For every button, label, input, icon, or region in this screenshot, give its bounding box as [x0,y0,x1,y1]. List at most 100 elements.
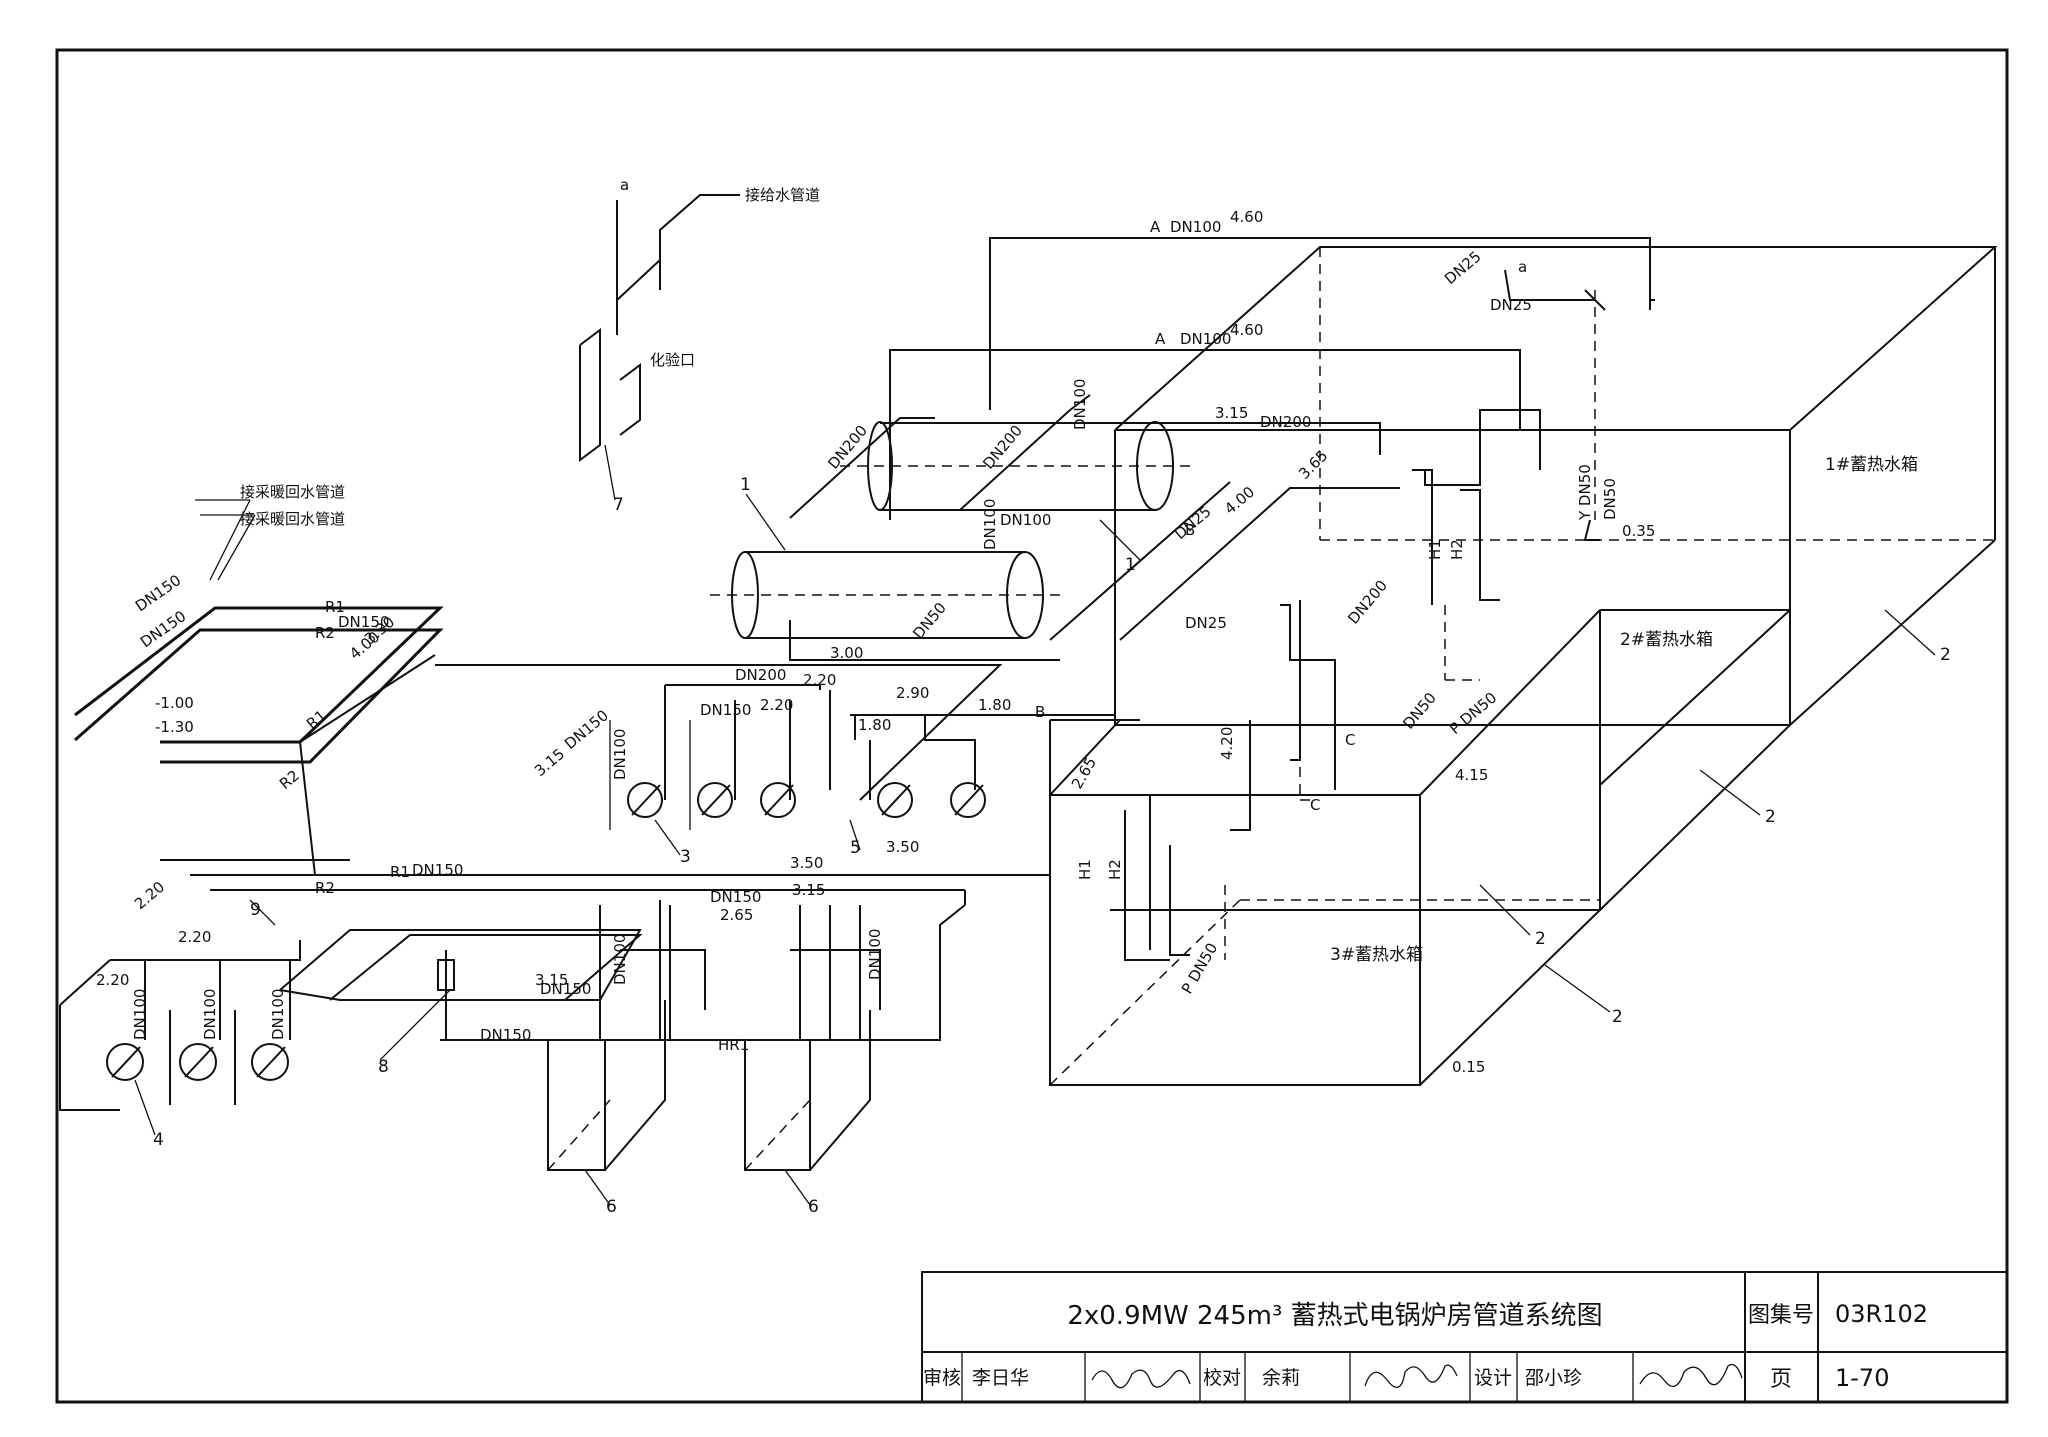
callout-3: 3 [680,847,691,867]
diagram-label: -1.00 [155,694,194,712]
diagram-label: DN100 [1170,218,1221,236]
tank-manifolds [1124,269,1606,961]
diagram-label: 2.20 [96,971,129,989]
diagram-label: 3.65 [1295,446,1331,482]
review-label: 审核 [923,1367,961,1389]
callout-1b: 1 [1125,555,1136,575]
diagram-label: R1 [303,706,330,733]
diagram-label: 4.60 [1230,321,1263,339]
diagram-label: 2.90 [896,684,929,702]
pump-group-5 [869,740,986,818]
diagram-label: P DN50 [1446,688,1500,738]
diagram-label: DN200 [1260,413,1311,431]
diagram-label: DN100 [1180,330,1231,348]
diagram-label: A [1155,330,1166,348]
diagram-label: C [1345,731,1355,749]
diagram-label: DN100 [1071,379,1089,430]
tank-labels: 1#蓄热水箱 2#蓄热水箱 3#蓄热水箱 [1330,455,1918,965]
diagram-label: C [1310,796,1320,814]
diagram-label: a [1518,258,1527,276]
atlas-no: 03R102 [1835,1300,1928,1328]
diagram-label: 3.15 [1215,404,1248,422]
dosing-device [579,194,740,462]
diagram-label: DN100 [201,989,219,1040]
diagram-label: DN25 [1185,614,1227,632]
diagram-label: DN100 [1000,511,1051,529]
diagram-label: H1 [1076,859,1094,880]
diagram-label: DN200 [979,422,1026,473]
diagram-label: DN200 [735,666,786,684]
diagram-label: R1 [325,598,345,616]
designer-signature [1639,1363,1743,1388]
atlas-no-label: 图集号 [1748,1303,1814,1328]
diagram-label: DN150 [561,706,612,753]
diagram-label: DN150 [412,861,463,879]
main-pipes [74,237,1655,1041]
diagram-label: 2.20 [131,878,168,913]
pipe-labels: A DN100 A DN100 DN25 DN25 DN25 DN25 DN20… [131,176,1619,1054]
callout-9: 9 [250,900,261,920]
callout-6a: 6 [606,1197,617,1217]
callout-4: 4 [153,1130,164,1150]
callout-2d: 2 [1612,1007,1623,1027]
diagram-label: 2.20 [178,928,211,946]
diagram-label: R2 [276,766,303,793]
design-label: 设计 [1474,1367,1512,1389]
diagram-label: DN150 [540,980,591,998]
tank-3-box [1049,609,1601,1086]
diagram-label: DN50 [909,599,950,643]
note-feed-water: 接给水管道 [745,186,820,204]
diagram-label: R2 [315,879,335,897]
diagram-label: 3.50 [790,854,823,872]
diagram-label: B [1035,703,1045,721]
note-dosing-port: 化验口 [650,351,695,369]
callout-leaders [134,444,1936,1206]
callout-7: 7 [613,495,624,515]
callout-6b: 6 [808,1197,819,1217]
diagram-label: 4.00 [1221,483,1258,518]
diagram-label: A [1150,218,1161,236]
page-number: 1-70 [1835,1364,1889,1392]
diagram-label: 4.15 [1455,766,1488,784]
diagram-label: DN100 [981,499,999,550]
tank-2-label: 2#蓄热水箱 [1620,630,1713,650]
diagram-label: DN150 [338,613,389,631]
title-block: 2x0.9MW 245m³ 蓄热式电锅炉房管道系统图 图集号 03R102 页 … [921,1271,2008,1403]
diagram-label: 3.15 [531,745,568,780]
reviewer-signature [1091,1369,1191,1389]
callout-8: 8 [378,1057,389,1077]
diagram-label: DN100 [269,989,287,1040]
diagram-label: a [620,176,629,194]
diagram-label: Y DN50 [1576,464,1594,521]
reviewer-name: 李日华 [972,1367,1029,1389]
diagram-label: 4.20 [1218,727,1236,760]
diagram-label: 2.20 [760,696,793,714]
diagram-label: 1.80 [978,696,1011,714]
checker-signature [1364,1364,1458,1388]
diagram-label: DN50 [1399,689,1440,733]
diagram-label: DN150 [480,1026,531,1044]
diagram-label: 3.50 [886,838,919,856]
designer-name: 邵小珍 [1525,1367,1582,1389]
tank-1-label: 1#蓄热水箱 [1825,455,1918,475]
diagram-label: H2 [1448,539,1466,560]
checker-name: 余莉 [1262,1367,1300,1389]
tank-3-label: 3#蓄热水箱 [1330,945,1423,965]
pump-group-3 [609,690,831,830]
diagram-label: R2 [315,624,335,642]
callout-1a: 1 [740,475,751,495]
diagram-label: DN25 [1441,247,1485,288]
diagram-label: 0.35 [1622,522,1655,540]
pump-group-4 [59,940,301,1111]
diagram-label: DN50 [1601,478,1619,520]
diagram-label: 2.65 [1068,754,1100,792]
note-heating-return: 接采暖回水管道 [240,510,345,528]
diagram-label: 2.65 [720,906,753,924]
diagram-label: 4.60 [1230,208,1263,226]
softener-units [547,900,881,1171]
callout-2c: 2 [1535,929,1546,949]
note-labels: 接采暖回水管道 接采暖回水管道 接给水管道 化验口 [240,186,820,528]
boiler-lower [710,551,1060,639]
diagram-label: DN100 [866,929,884,980]
diagram-label: HR1 [718,1036,749,1054]
